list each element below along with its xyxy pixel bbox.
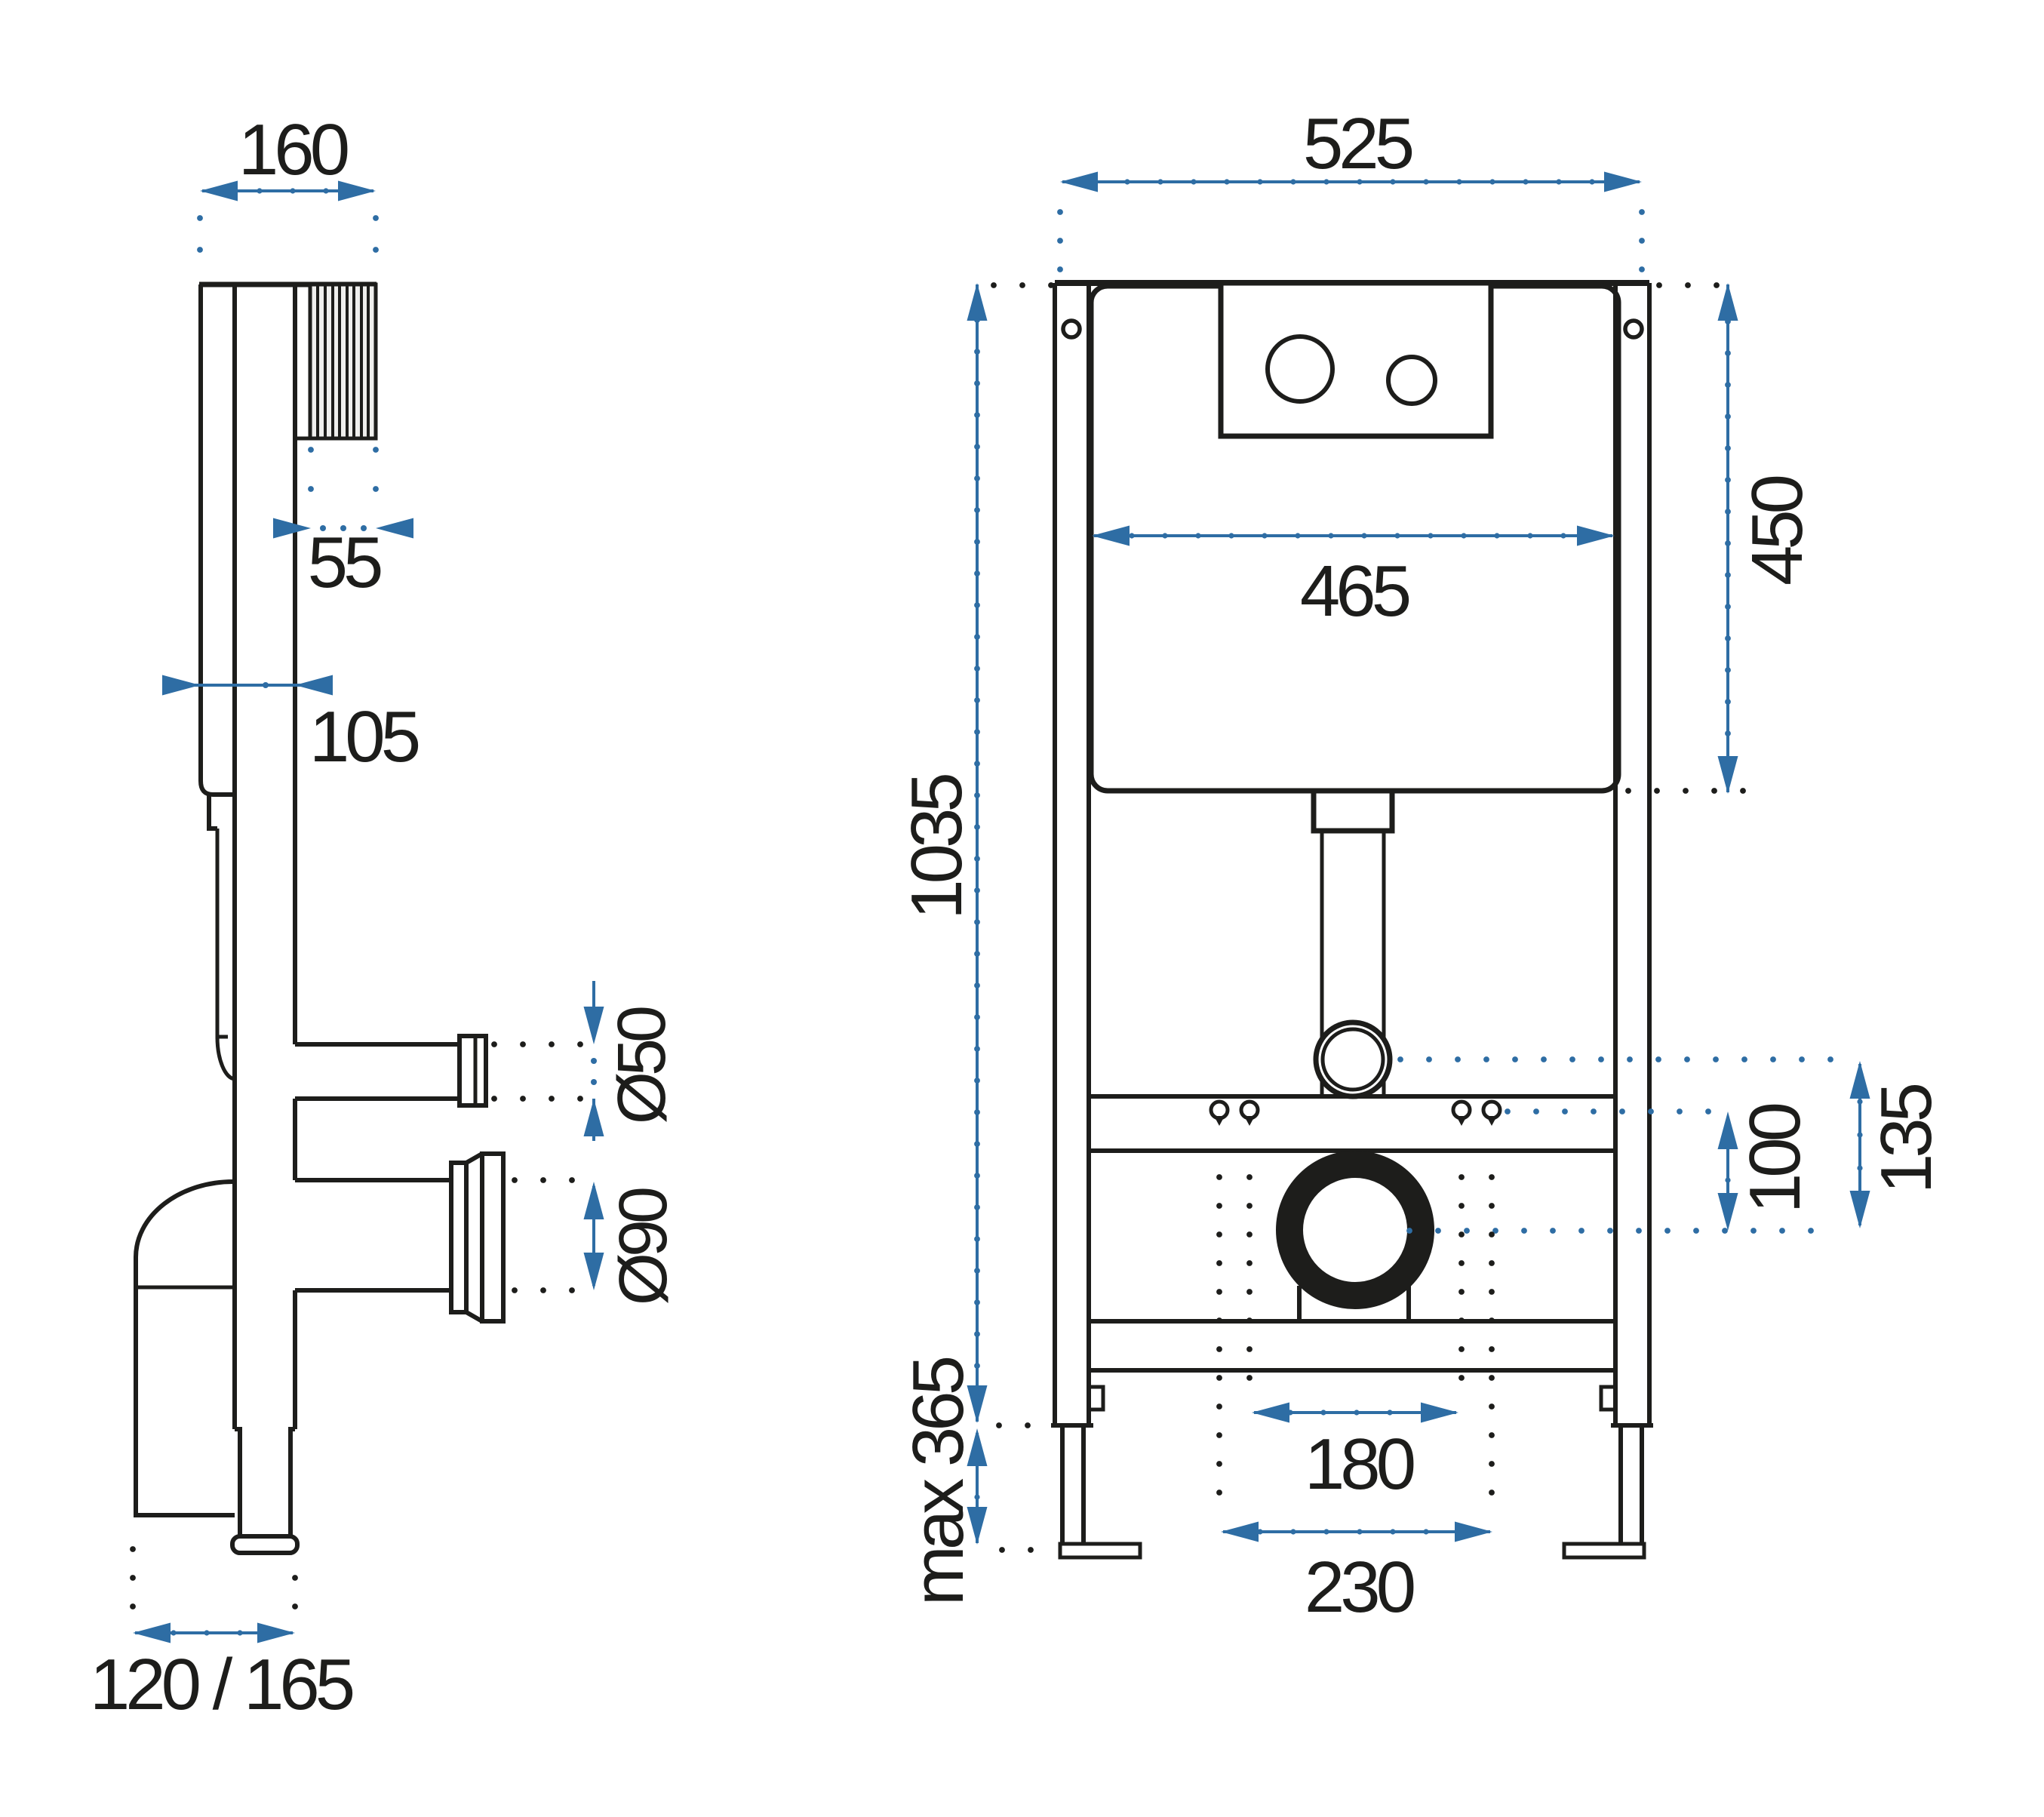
svg-text:525: 525	[1303, 103, 1412, 184]
svg-text:100: 100	[1735, 1104, 1815, 1213]
svg-text:450: 450	[1737, 476, 1818, 586]
svg-text:465: 465	[1300, 551, 1409, 632]
svg-text:max 365: max 365	[898, 1357, 979, 1606]
svg-text:120 / 165: 120 / 165	[90, 1644, 353, 1725]
svg-text:105: 105	[309, 696, 419, 777]
svg-text:135: 135	[1866, 1084, 1947, 1194]
svg-text:55: 55	[308, 522, 381, 603]
svg-text:160: 160	[238, 109, 348, 190]
svg-text:Ø90: Ø90	[606, 1188, 681, 1305]
svg-text:1035: 1035	[896, 775, 977, 920]
svg-text:Ø50: Ø50	[604, 1007, 680, 1124]
svg-text:180: 180	[1305, 1424, 1414, 1505]
svg-text:230: 230	[1305, 1547, 1414, 1628]
